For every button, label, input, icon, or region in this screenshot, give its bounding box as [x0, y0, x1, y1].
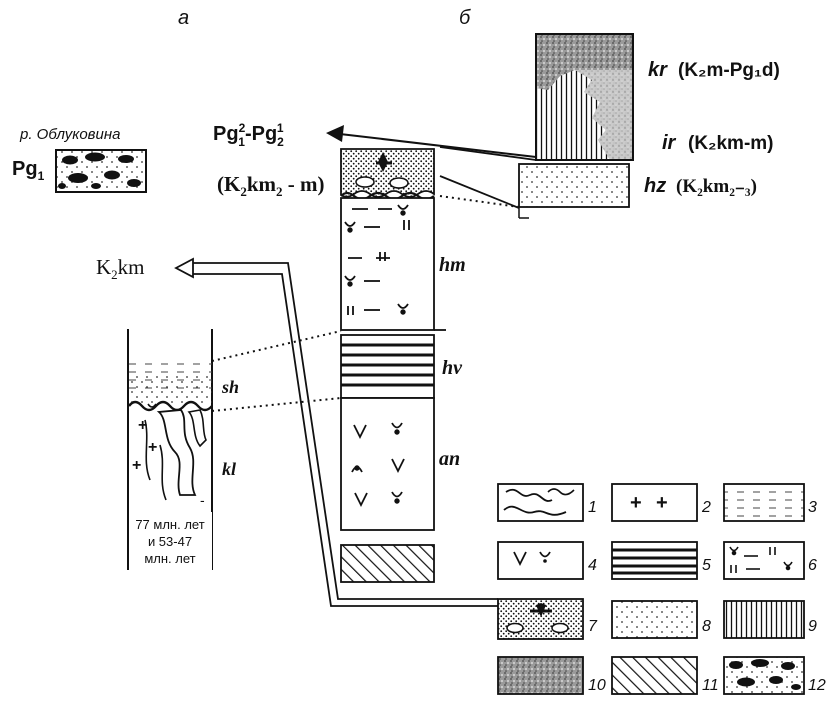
age-line-3: млн. лет: [144, 551, 195, 566]
correlation-dots-lower: [212, 398, 341, 411]
column-a-letter: а: [178, 7, 189, 29]
legend-swatch-9: [724, 601, 804, 638]
svg-text:+: +: [656, 492, 668, 514]
right-upper-section: kr (K₂m-Pg₁d) ir (K₂km-m) hz (K₂km₂₋₃): [519, 34, 780, 218]
svg-text:+: +: [630, 492, 642, 514]
hz-box: [519, 164, 629, 207]
legend-swatch-10: [498, 657, 583, 694]
k2km-arrow-head: [176, 259, 193, 277]
legend-swatch-11: [612, 657, 697, 694]
kr-age: (K₂m-Pg₁d): [678, 60, 780, 81]
legend-num-12: 12: [808, 677, 826, 694]
ir-age: (K₂km-m): [688, 133, 774, 154]
pg-arrow-head: [326, 125, 344, 142]
unit-hv: hv: [442, 357, 463, 379]
legend-swatch-6: [724, 542, 804, 579]
legend-num-5: 5: [702, 557, 711, 574]
river-label: р. Облуковина: [19, 126, 120, 143]
legend-swatch-8: [612, 601, 697, 638]
legend-num-6: 6: [808, 557, 817, 574]
legend-num-1: 1: [588, 499, 597, 516]
legend-swatch-4: [498, 542, 583, 579]
legend-num-9: 9: [808, 618, 817, 635]
legend-num-10: 10: [588, 677, 606, 694]
age-line-2: и 53-47: [148, 534, 192, 549]
legend-swatch-2: [612, 484, 697, 521]
kr-index: kr: [648, 59, 668, 81]
k2km2-label: (K2km2 - m): [217, 172, 325, 199]
legend-num-2: 2: [701, 499, 711, 516]
obluk-pg-label: Pg1: [12, 158, 45, 183]
legend-num-11: 11: [702, 677, 719, 694]
svg-text:+: +: [148, 439, 157, 456]
column-a: + + + - sh kl 77 млн. лет и 53-47 млн. л…: [128, 329, 239, 570]
column-b-letter: б: [459, 7, 471, 29]
connector-line-upper: [440, 147, 536, 160]
col-a-unit-sh: sh: [221, 377, 239, 397]
unit-hm: hm: [439, 254, 466, 276]
legend: 1 + + 2 3 4 5 6: [498, 484, 826, 694]
column-b: hm hv an: [341, 149, 466, 582]
legend-swatch-3: [724, 484, 804, 521]
col-a-unit-kl: kl: [222, 459, 236, 479]
hz-index: hz: [644, 175, 666, 197]
legend-num-8: 8: [702, 618, 711, 635]
obluk-conglomerate-box: [56, 150, 146, 192]
svg-text:-: -: [200, 492, 205, 508]
svg-text:K2km: K2km: [96, 255, 145, 282]
ir-index: ir: [662, 132, 677, 154]
hz-age: (K₂km₂₋₃): [676, 176, 757, 197]
legend-num-7: 7: [588, 618, 598, 635]
connector-line-lower: [440, 176, 519, 208]
legend-num-4: 4: [588, 557, 597, 574]
correlation-dots-hz: [440, 196, 519, 207]
k2km-label: K2km: [96, 255, 145, 282]
svg-text:(K2km2 - m): (K2km2 - m): [217, 172, 325, 199]
unit-an: an: [439, 448, 460, 470]
age-line-1: 77 млн. лет: [135, 517, 204, 532]
legend-num-3: 3: [808, 499, 817, 516]
svg-text:+: +: [138, 417, 147, 434]
svg-text:+: +: [132, 457, 141, 474]
svg-text:Pg21-Pg21: Pg21-Pg21: [213, 121, 284, 149]
correlation-dots-upper: [212, 331, 341, 361]
